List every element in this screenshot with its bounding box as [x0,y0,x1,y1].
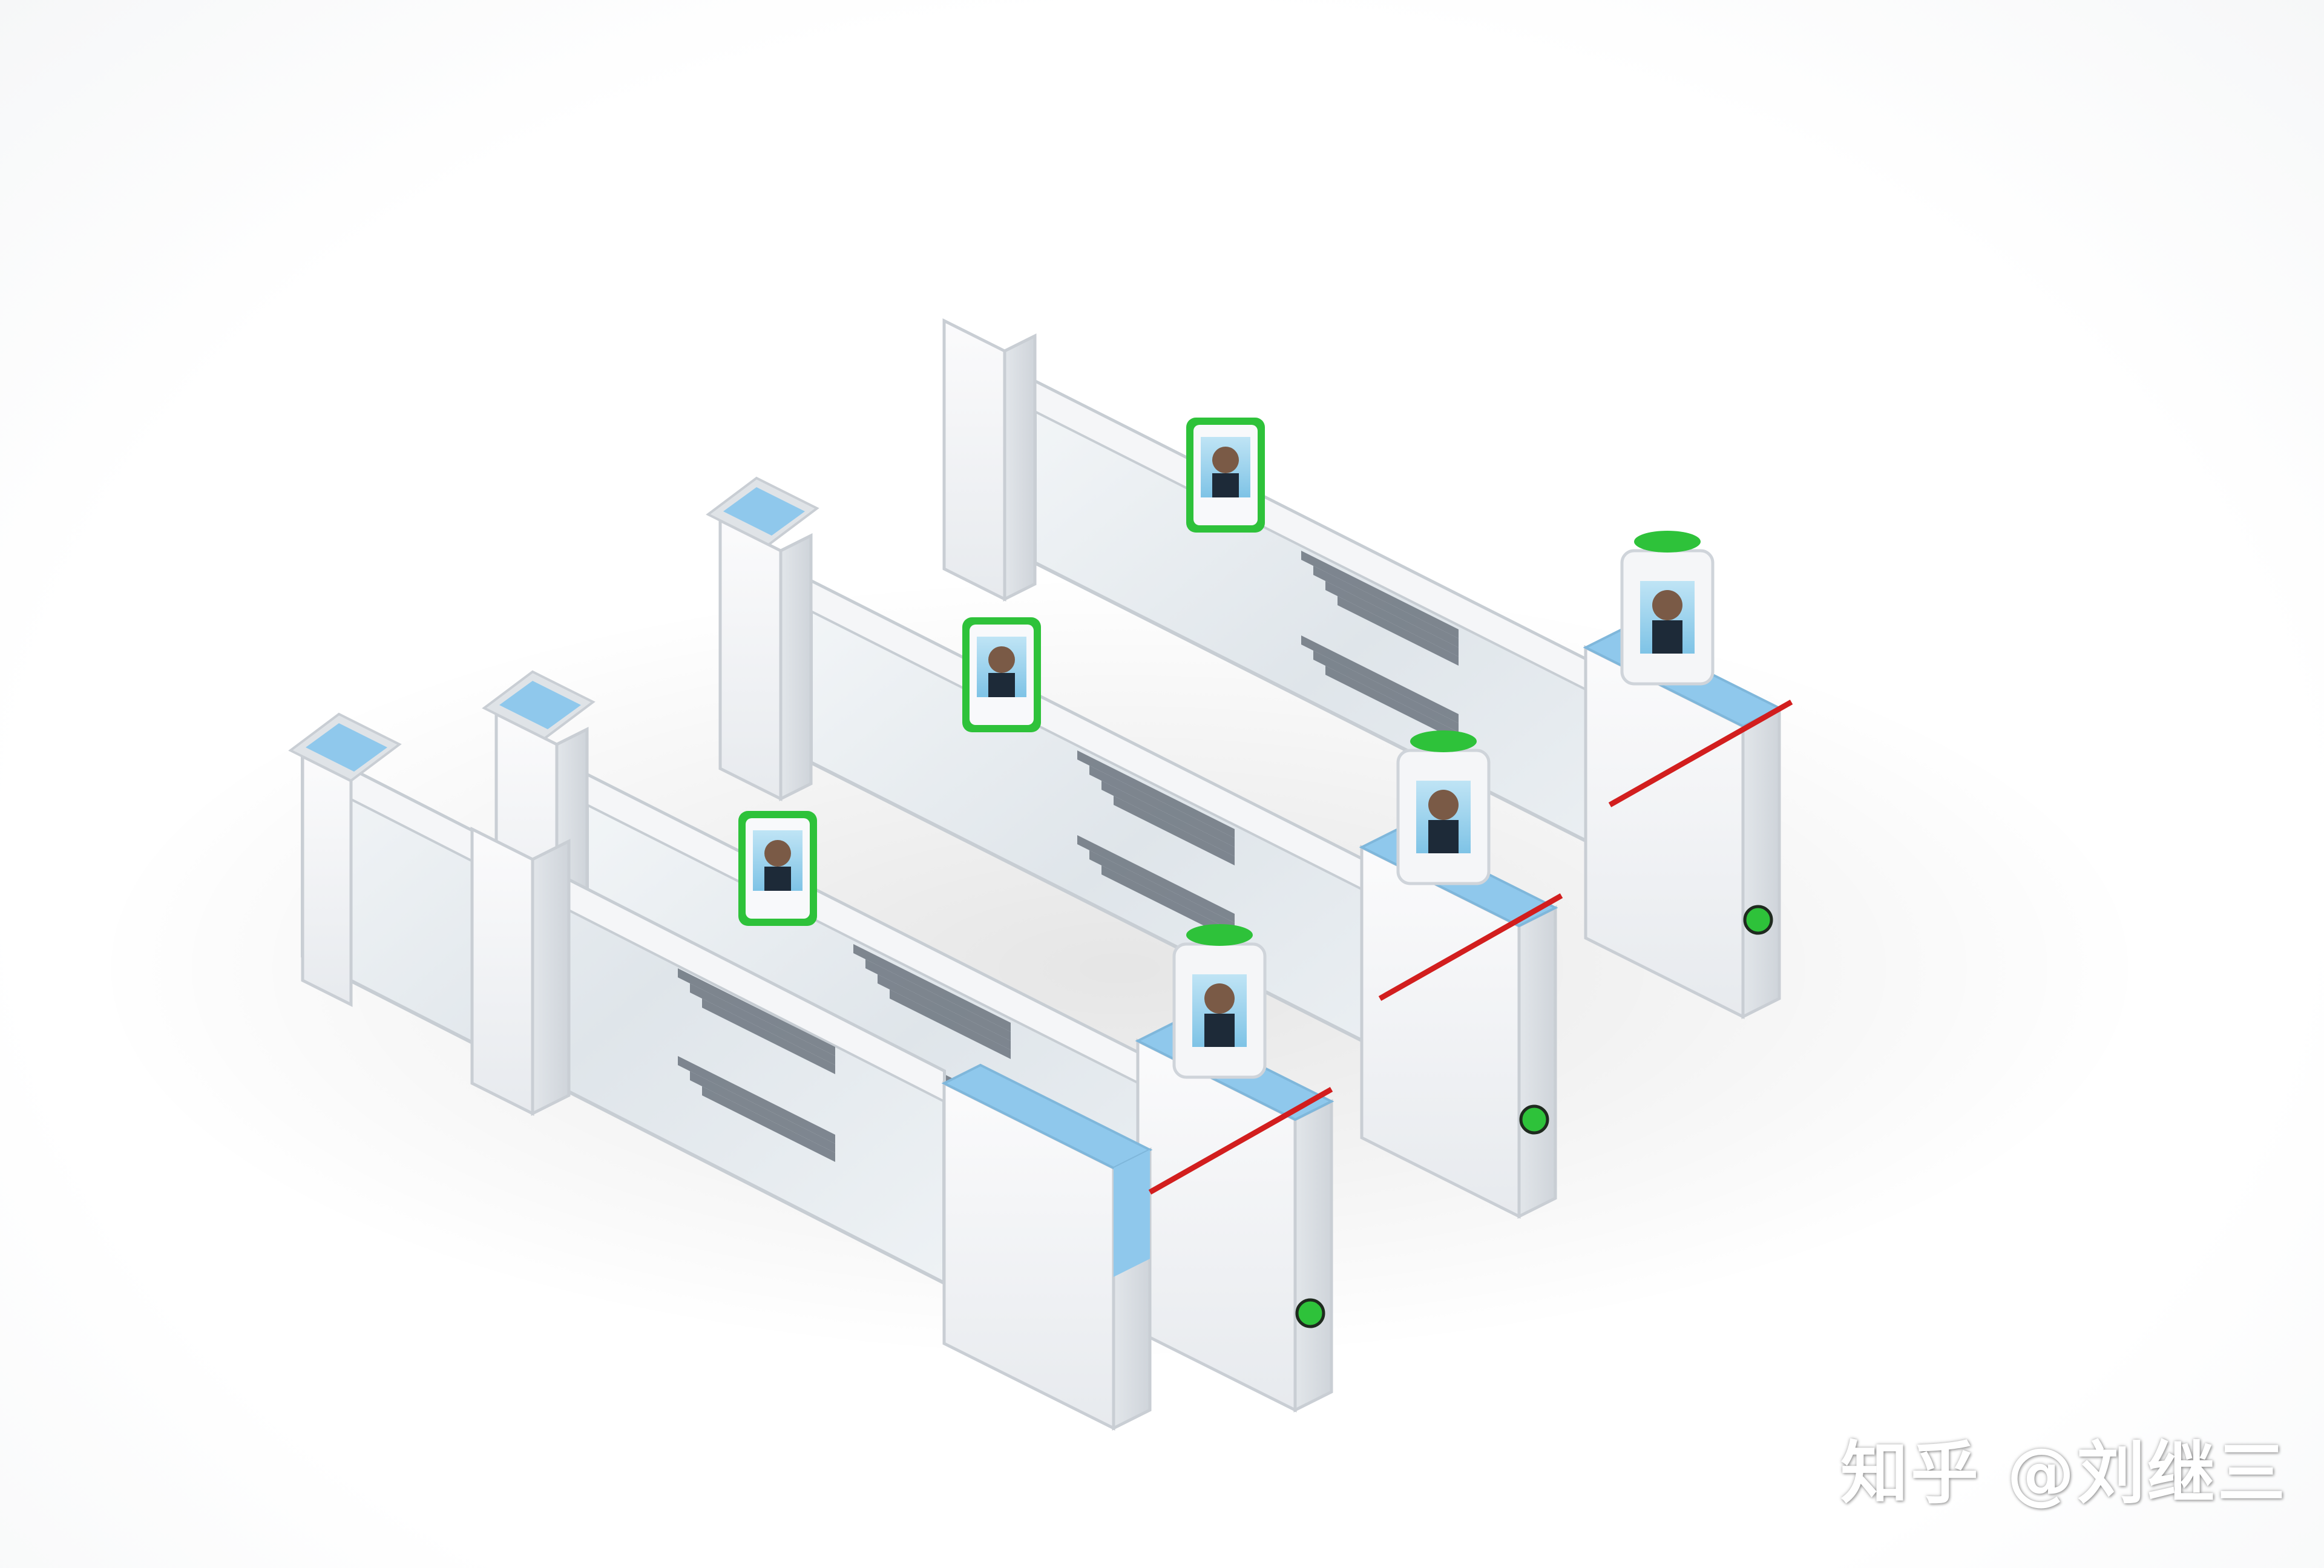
face-terminal [738,811,817,926]
red-barriers [1148,700,1793,1195]
lane-3 [942,318,1782,1020]
face-terminal [962,617,1041,732]
stripe-pattern [678,968,835,1162]
outer-side-panel [288,712,1153,1431]
face-terminal [1186,418,1265,533]
front-cabinet [1583,531,1782,1020]
stripe-pattern [1301,551,1459,741]
watermark-text: 知乎 @刘继三 [1840,1434,2288,1513]
stripe-pattern [1077,750,1235,941]
rear-post [706,476,819,802]
rear-post [942,318,1037,602]
